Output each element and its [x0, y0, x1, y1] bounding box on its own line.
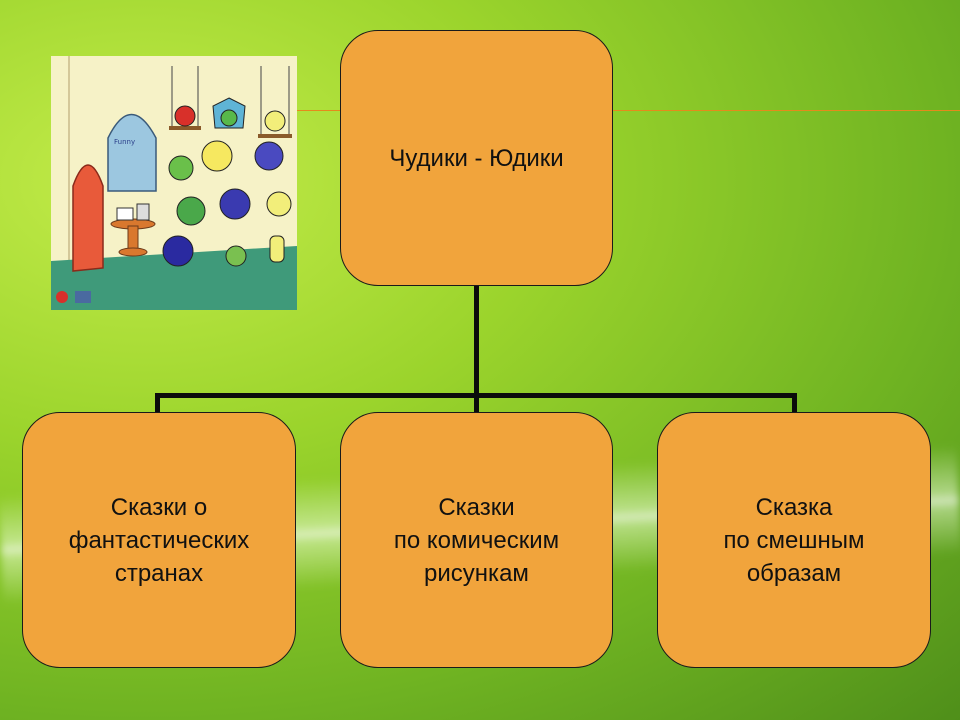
- child-node-label: Сказка по смешным образам: [723, 493, 865, 587]
- accent-line-right: [612, 110, 960, 111]
- accent-line-left: [297, 110, 340, 111]
- cartoon-illustration: Funny: [51, 56, 297, 310]
- root-node: Чудики - Юдики: [340, 30, 613, 286]
- root-node-label: Чудики - Юдики: [389, 144, 564, 172]
- connector-root-down: [474, 285, 479, 397]
- child-node-fantastic-countries: Сказки о фантастических странах: [22, 412, 296, 668]
- connector-left-drop: [155, 393, 160, 413]
- child-node-comic-drawings: Сказки по комическим рисункам: [340, 412, 613, 668]
- svg-text:Funny: Funny: [114, 138, 135, 146]
- child-node-funny-images: Сказка по смешным образам: [657, 412, 931, 668]
- child-node-label: Сказки по комическим рисункам: [393, 493, 560, 587]
- connector-right-drop: [792, 393, 797, 413]
- child-node-label: Сказки о фантастических странах: [68, 493, 250, 587]
- connector-middle-drop: [474, 393, 479, 413]
